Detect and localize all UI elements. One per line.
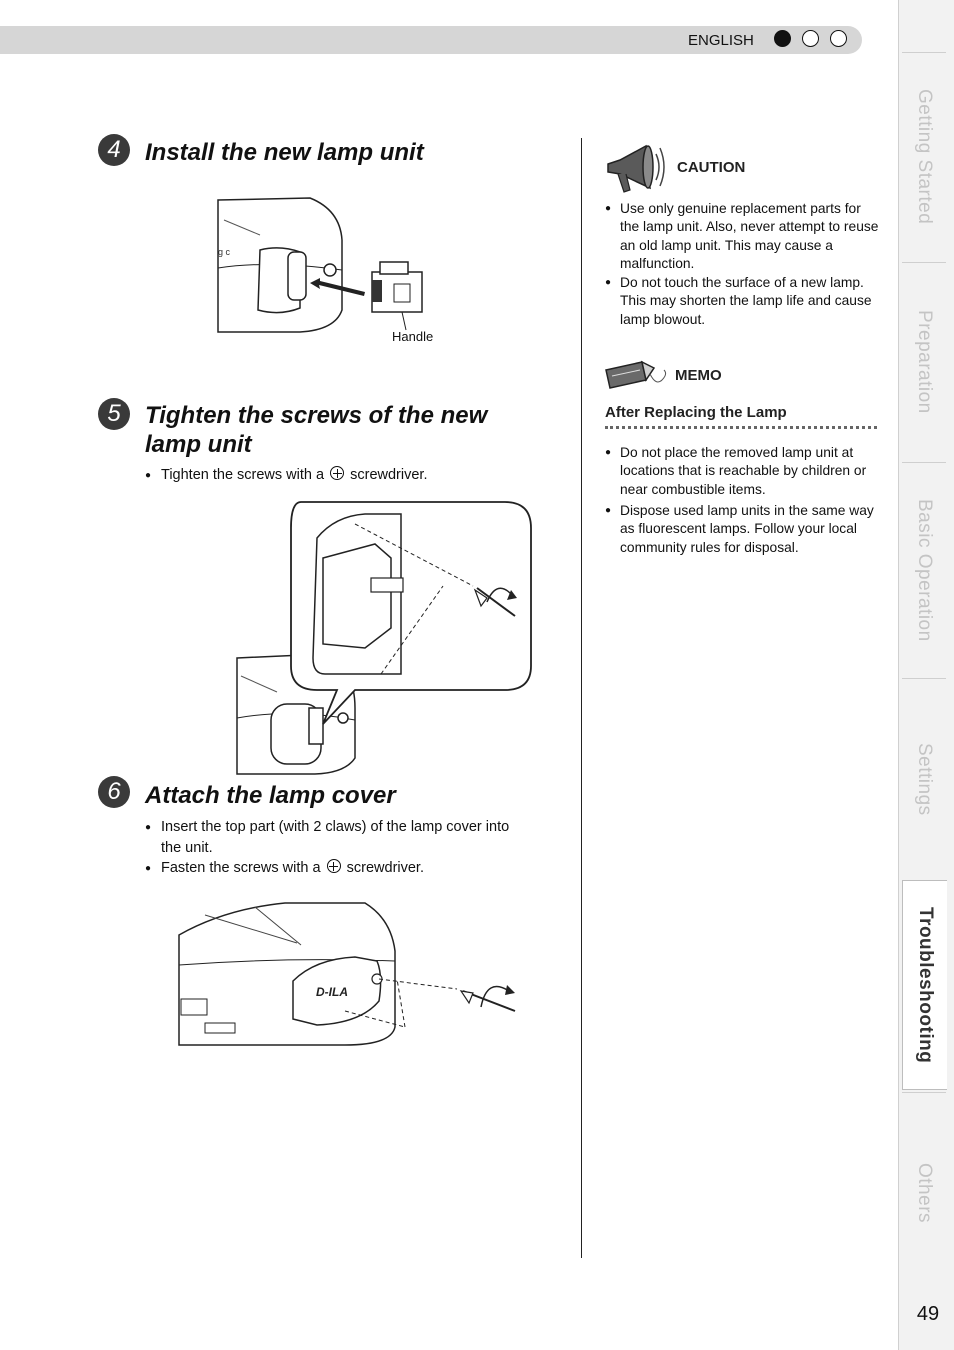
bullet-text: Tighten the screws with a — [161, 467, 325, 483]
page-number: 49 — [916, 1303, 940, 1325]
memo-item-1: Do not place the removed lamp unit at lo… — [605, 444, 880, 499]
tab-troubleshooting[interactable]: Troubleshooting — [902, 880, 947, 1090]
memo-item-2: Dispose used lamp units in the same way … — [605, 502, 880, 557]
tab-basic-operation[interactable]: Basic Operation — [902, 462, 946, 677]
dila-logo-text: D-ILA — [316, 985, 348, 999]
tab-getting-started[interactable]: Getting Started — [902, 52, 946, 261]
step-5-badge: 5 — [98, 398, 130, 430]
memo-subheading: After Replacing the Lamp — [605, 404, 787, 421]
tab-label: Settings — [914, 742, 935, 816]
step-6-title: Attach the lamp cover — [145, 782, 396, 809]
tab-label: Getting Started — [914, 89, 935, 225]
step-5-bullet: Tighten the screws with a screwdriver. — [145, 465, 565, 486]
lamp-install-illustration: g c — [217, 197, 423, 333]
handle-label: Handle — [392, 329, 434, 344]
memo-heading: MEMO — [675, 367, 722, 384]
step-6-bullet-2: Fasten the screws with a screwdriver. — [145, 858, 565, 879]
tab-label: Others — [914, 1162, 935, 1224]
column-divider — [581, 138, 582, 1258]
language-indicator-dot-1 — [774, 30, 791, 47]
memo-dotted-divider — [605, 426, 877, 429]
caution-item-1: Use only genuine replacement parts for t… — [605, 200, 880, 273]
tab-label: Preparation — [914, 310, 935, 414]
tab-label: Basic Operation — [914, 498, 935, 642]
caution-heading: CAUTION — [677, 159, 746, 176]
bullet-text: the unit. — [161, 840, 213, 856]
bullet-text: Fasten the screws with a — [161, 860, 321, 876]
step-5-title-line-2: lamp unit — [145, 431, 252, 458]
step-4-title: Install the new lamp unit — [145, 139, 424, 166]
memo-pencil-icon — [605, 360, 667, 389]
chapter-tabs — [898, 0, 954, 1350]
screw-tighten-illustration — [236, 501, 532, 775]
bullet-text: screwdriver. — [346, 860, 424, 876]
megaphone-icon — [607, 144, 665, 193]
step-4-badge: 4 — [98, 134, 130, 166]
tab-label: Troubleshooting — [915, 906, 936, 1064]
svg-text:g c: g c — [218, 247, 231, 257]
bullet-text: screwdriver. — [350, 467, 428, 483]
tab-others[interactable]: Others — [902, 1092, 946, 1293]
tab-preparation[interactable]: Preparation — [902, 262, 946, 461]
header-bar — [0, 26, 862, 54]
language-indicator-dot-2 — [802, 30, 819, 47]
tab-settings[interactable]: Settings — [902, 678, 946, 879]
step-5-title-line-1: Tighten the screws of the new — [145, 402, 488, 429]
lamp-cover-illustration — [178, 902, 516, 1046]
language-indicator-dot-3 — [830, 30, 847, 47]
caution-item-2: Do not touch the surface of a new lamp. … — [605, 274, 880, 329]
language-label: ENGLISH — [688, 32, 754, 49]
phillips-screwdriver-icon — [326, 859, 341, 873]
phillips-screwdriver-icon — [330, 466, 345, 480]
bullet-text: Insert the top part (with 2 claws) of th… — [161, 819, 510, 835]
step-6-badge: 6 — [98, 776, 130, 808]
step-6-bullet-1: Insert the top part (with 2 claws) of th… — [145, 817, 565, 859]
